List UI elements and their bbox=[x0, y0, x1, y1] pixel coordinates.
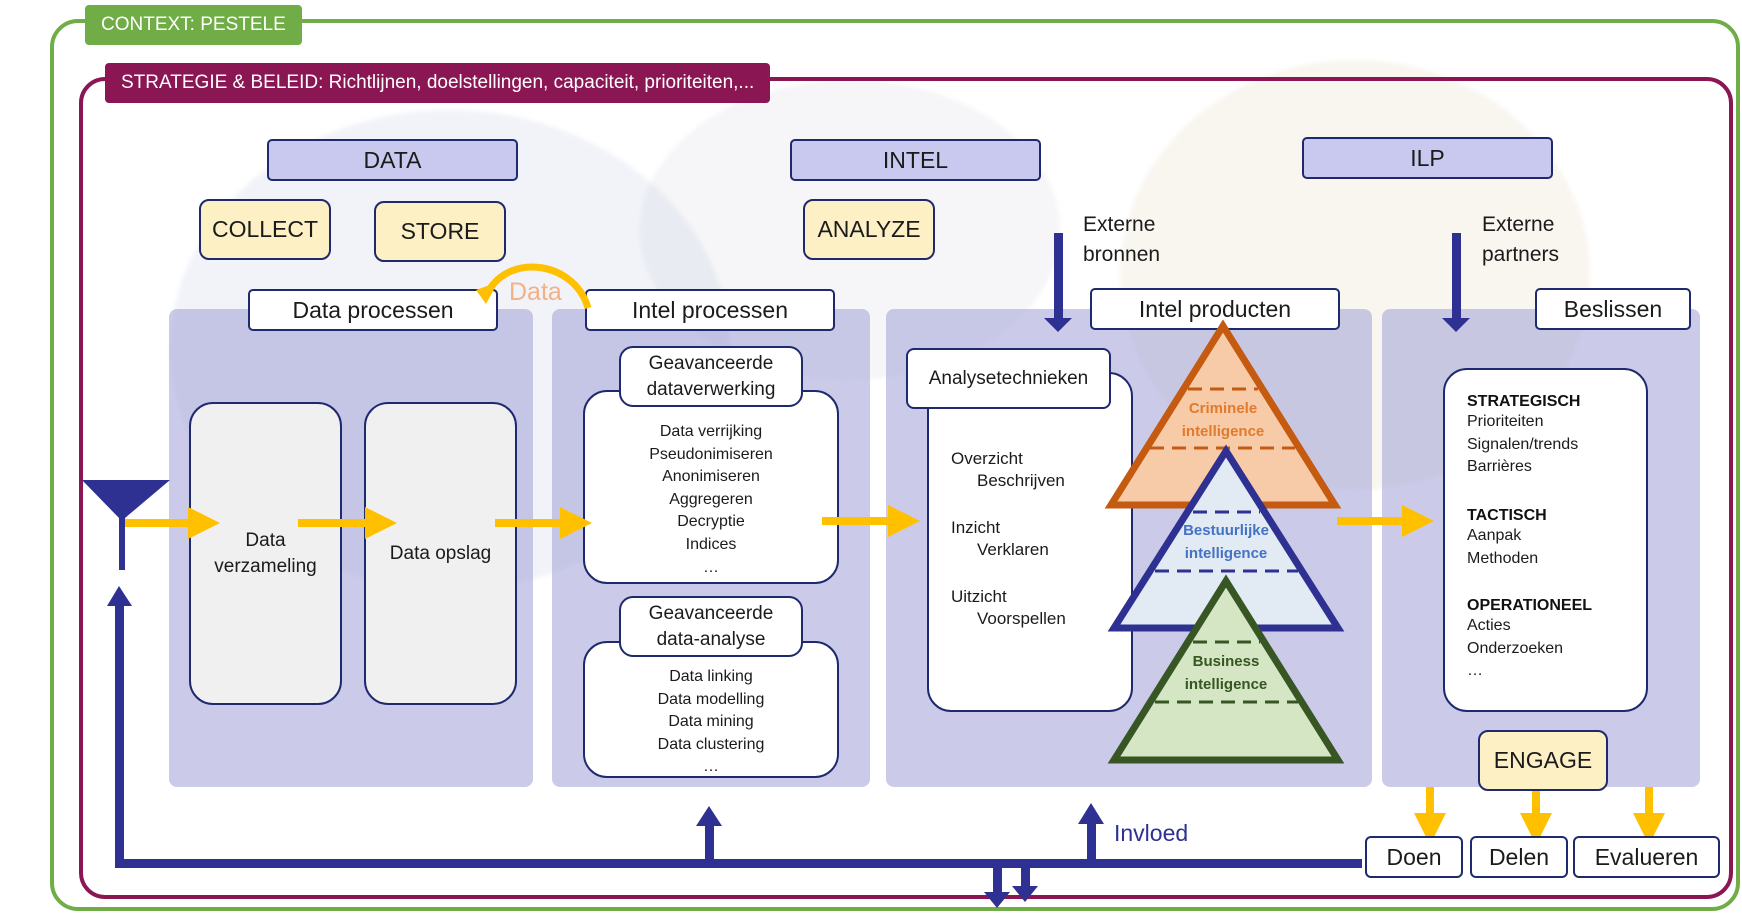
data-verzameling-label: Data verzameling bbox=[214, 529, 317, 577]
section-tactisch: TACTISCH Aanpak Methoden bbox=[1467, 507, 1547, 570]
verwerking-title: Geavanceerde dataverwerking bbox=[619, 346, 803, 407]
action-delen: Delen bbox=[1470, 836, 1568, 878]
externe-bronnen-line: Externe bbox=[1083, 213, 1156, 236]
externe-partners-line: Externe bbox=[1482, 213, 1555, 236]
list-item: … bbox=[703, 758, 719, 776]
list-item: Aggregeren bbox=[669, 490, 753, 508]
technique-head: Uitzicht bbox=[951, 587, 1007, 606]
section-item: Aanpak bbox=[1467, 527, 1522, 544]
title-intel-producten: Intel producten bbox=[1090, 288, 1340, 330]
list-item: Data verrijking bbox=[659, 423, 763, 440]
list-item: Pseudonimiseren bbox=[649, 445, 773, 463]
funnel-shape bbox=[82, 480, 170, 570]
analyse-card bbox=[583, 641, 839, 778]
feedback-loop bbox=[107, 233, 1470, 908]
data-arc-arrow bbox=[484, 263, 592, 310]
section-item: Prioriteiten bbox=[1467, 413, 1544, 430]
strategy-tag: STRATEGIE & BELEID: Richtlijnen, doelste… bbox=[105, 63, 771, 103]
list-item: Data linking bbox=[669, 668, 753, 685]
data-arc-head bbox=[476, 282, 498, 304]
context-frame bbox=[50, 19, 1740, 911]
section-item: Barrières bbox=[1467, 458, 1532, 475]
context-tag: CONTEXT: PESTELE bbox=[85, 5, 302, 45]
title-intel-processen: Intel processen bbox=[585, 289, 835, 331]
analyse-list: Data linking Data modelling Data mining … bbox=[583, 666, 839, 779]
pyramid-label-criminele: Criminele intelligence bbox=[1181, 400, 1265, 440]
strategy-frame bbox=[79, 77, 1733, 899]
data-arc-label: Data bbox=[509, 278, 562, 306]
section-operationeel: OPERATIONEEL Acties Onderzoeken … bbox=[1467, 597, 1592, 683]
externe-bronnen: Externe bronnen bbox=[1083, 210, 1160, 270]
title-data-processen: Data processen bbox=[248, 289, 498, 331]
list-item: Anonimiseren bbox=[662, 468, 760, 486]
section-item: Signalen/trends bbox=[1467, 435, 1579, 453]
list-item: Data mining bbox=[668, 713, 754, 731]
externe-partners: Externe partners bbox=[1482, 210, 1559, 270]
pyramid-business bbox=[1107, 574, 1345, 764]
data-verzameling-box: Data verzameling bbox=[189, 402, 342, 705]
technique-sub: Verklaren bbox=[977, 540, 1049, 559]
externe-partners-line: partners bbox=[1482, 243, 1560, 266]
section-head: STRATEGISCH bbox=[1467, 393, 1581, 410]
pyramid-label-business: Business intelligence bbox=[1184, 653, 1268, 693]
header-intel: INTEL bbox=[790, 139, 1041, 181]
action-evalueren: Evalueren bbox=[1573, 836, 1720, 878]
technieken-card bbox=[927, 372, 1133, 712]
technique-head: Overzicht bbox=[951, 449, 1023, 468]
technique-sub: Voorspellen bbox=[977, 609, 1066, 628]
list-item: Data clustering bbox=[657, 735, 765, 753]
section-item: Methoden bbox=[1467, 549, 1539, 567]
action-doen: Doen bbox=[1365, 836, 1463, 878]
technique-sub: Beschrijven bbox=[977, 471, 1065, 490]
list-item: Data modelling bbox=[657, 690, 765, 708]
section-item: Acties bbox=[1467, 617, 1511, 634]
section-head: TACTISCH bbox=[1467, 507, 1547, 524]
collect-label: COLLECT bbox=[199, 199, 331, 260]
section-head: OPERATIONEEL bbox=[1467, 597, 1593, 614]
list-item: Decryptie bbox=[677, 513, 745, 531]
data-opslag-box: Data opslag bbox=[364, 402, 517, 705]
analyze-label: ANALYZE bbox=[803, 199, 935, 260]
list-item: Indices bbox=[685, 535, 737, 553]
technieken-title: Analysetechnieken bbox=[906, 348, 1111, 409]
technique-uitzicht: Uitzicht Voorspellen bbox=[951, 586, 1066, 630]
title-beslissen: Beslissen bbox=[1535, 288, 1691, 330]
flow-arrows bbox=[122, 505, 1665, 845]
store-label: STORE bbox=[374, 201, 506, 262]
engage-label: ENGAGE bbox=[1478, 730, 1608, 791]
verwerking-list: Data verrijking Pseudonimiseren Anonimis… bbox=[583, 421, 839, 579]
section-item: Onderzoeken bbox=[1467, 639, 1564, 657]
header-ilp: ILP bbox=[1302, 137, 1553, 179]
header-data: DATA bbox=[267, 139, 518, 181]
technique-overzicht: Overzicht Beschrijven bbox=[951, 448, 1065, 492]
list-item: … bbox=[703, 558, 719, 576]
technique-head: Inzicht bbox=[951, 518, 1001, 537]
pyramid-label-bestuurlijke: Bestuurlijke intelligence bbox=[1183, 522, 1269, 562]
analyse-title: Geavanceerde data-analyse bbox=[619, 596, 803, 657]
beslissen-card bbox=[1443, 368, 1648, 712]
externe-bronnen-line: bronnen bbox=[1083, 243, 1161, 266]
data-opslag-label: Data opslag bbox=[389, 542, 492, 564]
section-item: … bbox=[1467, 662, 1483, 679]
technique-inzicht: Inzicht Verklaren bbox=[951, 517, 1049, 561]
section-strategisch: STRATEGISCH Prioriteiten Signalen/trends… bbox=[1467, 393, 1580, 479]
invloed-label: Invloed bbox=[1114, 820, 1189, 846]
